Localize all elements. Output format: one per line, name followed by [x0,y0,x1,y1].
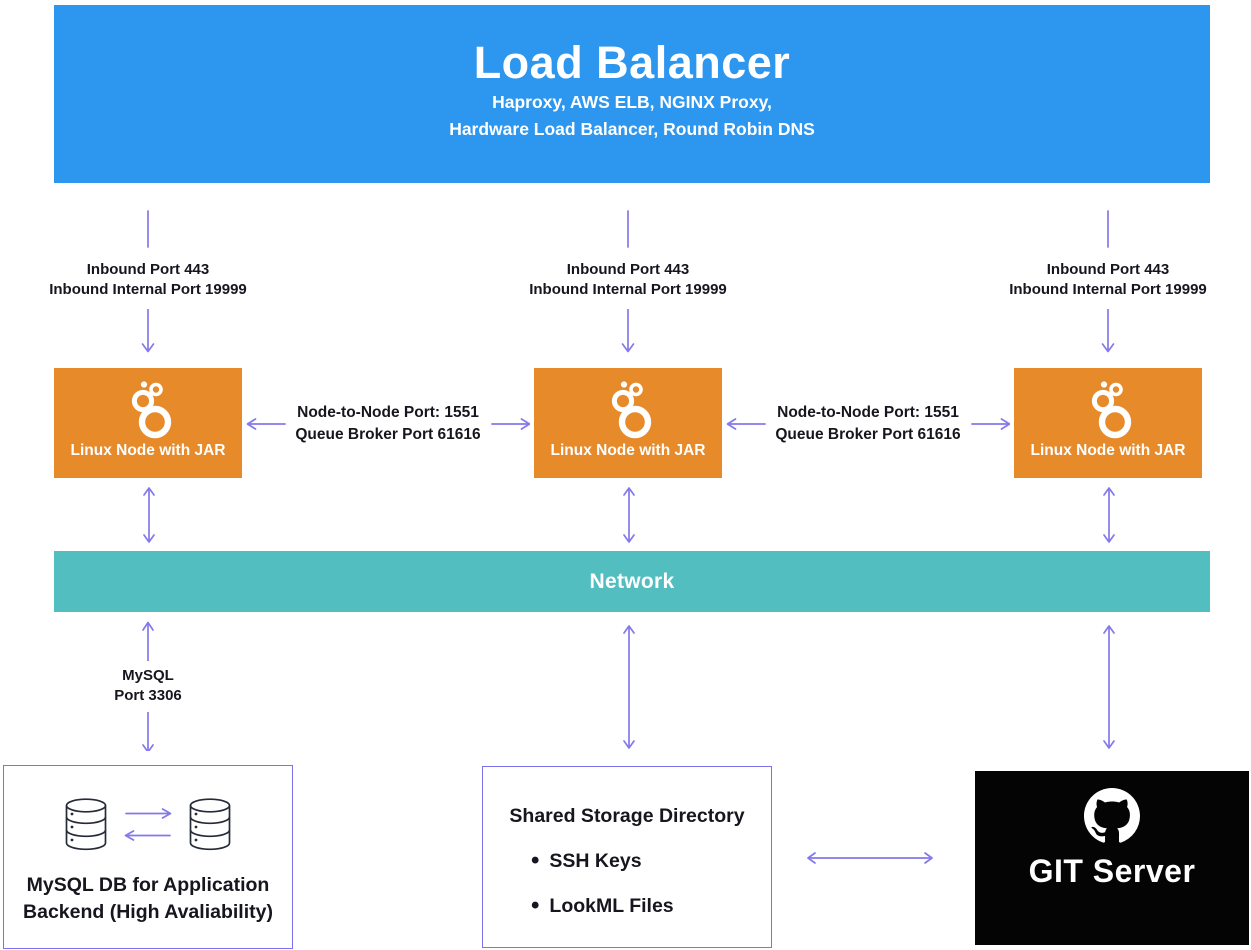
network-bar: Network [54,551,1210,612]
database-icon [189,798,231,851]
node-label: Linux Node with JAR [550,442,706,459]
shared-storage-list: SSH Keys LookML Files [531,849,771,918]
inbound-port-443: Inbound Port 443 [86,261,210,278]
list-item: LookML Files [531,894,771,918]
inbound-label: Inbound Port 443 Inbound Internal Port 1… [1009,260,1207,300]
node-link-2: Node-to-Node Port: 1551 Queue Broker Por… [726,398,1010,450]
lookml-files-item: LookML Files [549,894,674,917]
inbound-link-right: Inbound Port 443 Inbound Internal Port 1… [998,210,1218,358]
looker-logo-icon [131,381,172,439]
ssh-keys-item: SSH Keys [549,849,642,872]
inbound-label: Inbound Port 443 Inbound Internal Port 1… [529,260,727,300]
inbound-link-left: Inbound Port 443 Inbound Internal Port 1… [38,210,258,358]
line-segment-icon [627,210,629,248]
mysql-db-label: MySQL DB for Application Backend (High A… [23,872,273,925]
line-segment-icon [147,210,149,248]
inbound-internal-port: Inbound Internal Port 19999 [49,281,247,298]
load-balancer-box: Load Balancer Haproxy, AWS ELB, NGINX Pr… [54,5,1210,183]
mysql-link: MySQL Port 3306 [95,621,201,751]
arrow-double-vertical-icon [143,487,155,543]
node-link-label: Node-to-Node Port: 1551 Queue Broker Por… [775,402,960,446]
broker-port-label: Queue Broker Port 61616 [775,426,961,443]
arrow-double-vertical-icon [623,487,635,543]
sync-arrows [123,807,173,842]
node-label: Linux Node with JAR [1030,442,1186,459]
arrow-left-icon [246,418,286,430]
node-link-1: Node-to-Node Port: 1551 Queue Broker Por… [246,398,530,450]
mysql-db-box: MySQL DB for Application Backend (High A… [3,765,293,949]
linux-node-3: Linux Node with JAR [1014,368,1202,478]
arrow-right-icon [125,807,172,819]
inbound-link-middle: Inbound Port 443 Inbound Internal Port 1… [518,210,738,358]
mysql-db-label-line2: Backend (High Avaliability) [23,900,273,923]
inbound-internal-port: Inbound Internal Port 19999 [1009,281,1207,298]
port-3306-label: Port 3306 [114,686,182,704]
looker-logo-icon [1091,381,1132,439]
node-port-label: Node-to-Node Port: 1551 [777,404,959,421]
list-item: SSH Keys [531,849,771,873]
arrow-down-icon [142,711,154,751]
database-icon [65,798,107,851]
arrow-right-icon [490,418,530,430]
arrow-double-horizontal-icon [807,852,933,864]
mysql-label: MySQL [122,666,174,684]
arrow-double-vertical-icon [1103,625,1115,749]
arrow-left-icon [726,418,766,430]
arrow-right-icon [970,418,1010,430]
network-label: Network [589,569,675,593]
inbound-port-443: Inbound Port 443 [566,261,690,278]
load-balancer-subtitle-line1: Haproxy, AWS ELB, NGINX Proxy, [492,91,772,112]
node-port-label: Node-to-Node Port: 1551 [297,404,479,421]
arrow-down-icon [141,309,155,353]
linux-node-1: Linux Node with JAR [54,368,242,478]
arrow-left-icon [124,829,171,841]
github-icon [1084,788,1140,843]
load-balancer-subtitle-line2: Hardware Load Balancer, Round Robin DNS [449,118,815,139]
inbound-label: Inbound Port 443 Inbound Internal Port 1… [49,260,247,300]
node-label: Linux Node with JAR [70,442,226,459]
git-server-box: GIT Server [975,771,1249,945]
load-balancer-title: Load Balancer [473,37,791,88]
linux-node-2: Linux Node with JAR [534,368,722,478]
arrow-up-icon [142,621,154,661]
arrow-double-vertical-icon [623,625,635,749]
git-server-label: GIT Server [1028,853,1196,889]
inbound-port-443: Inbound Port 443 [1046,261,1170,278]
database-replication-row [64,797,232,851]
inbound-internal-port: Inbound Internal Port 19999 [529,281,727,298]
mysql-port-label: MySQL Port 3306 [114,666,182,706]
line-segment-icon [1107,210,1109,248]
looker-logo-icon [611,381,652,439]
mysql-db-label-line1: MySQL DB for Application [26,874,270,896]
shared-storage-title: Shared Storage Directory [509,805,745,827]
arrow-down-icon [1101,309,1115,353]
arrow-double-vertical-icon [1103,487,1115,543]
node-link-label: Node-to-Node Port: 1551 Queue Broker Por… [295,402,480,446]
broker-port-label: Queue Broker Port 61616 [295,426,481,443]
shared-storage-box: Shared Storage Directory SSH Keys LookML… [482,766,772,948]
arrow-down-icon [621,309,635,353]
